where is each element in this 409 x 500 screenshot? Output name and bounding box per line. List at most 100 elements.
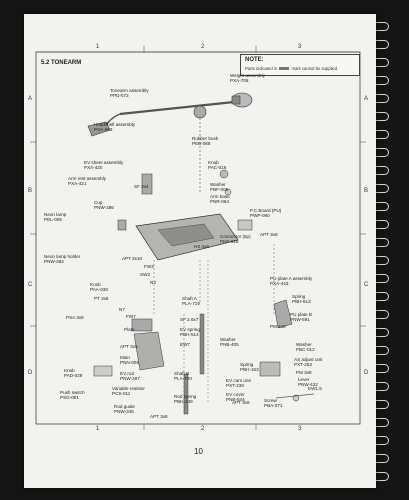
pivot-housing: [193, 105, 207, 119]
binding-ring: [374, 256, 389, 265]
part-label-line: Shaft B: [174, 371, 190, 376]
part-label-line: Push switch: [60, 390, 85, 395]
part-label-apt-3x8-right: APT 3x8: [260, 232, 278, 237]
part-label-line: Washer: [220, 337, 236, 342]
weight-collar: [231, 95, 241, 105]
part-label-line: SW3: [140, 272, 150, 277]
binding-ring: [374, 346, 389, 355]
part-label-line: EW1.5: [308, 386, 322, 391]
part-label-line: APT 3x10: [122, 256, 143, 261]
grid-row-b-right: B: [364, 188, 369, 194]
part-label-line: Arm rest assembly: [68, 176, 107, 181]
part-label-ew1-5: EW1.5: [308, 386, 322, 391]
part-label-line: Spring: [240, 362, 254, 367]
grid-col-1-bottom: 1: [96, 426, 100, 432]
part-label-line: N7: [119, 307, 125, 312]
note-mark-swatch: [279, 67, 290, 71]
grid-row-d-left: D: [28, 370, 33, 376]
part-label-line: PEB-068: [192, 141, 211, 146]
part-label-line: Headshell assembly: [94, 122, 136, 127]
page-number: 10: [194, 447, 203, 456]
part-label-line: PM 3x8: [296, 370, 312, 375]
note-box: NOTE: Parts indicated in mark cannot be …: [240, 54, 360, 76]
binding-ring: [374, 220, 389, 229]
binding-ring: [374, 328, 389, 337]
binding-ring: [374, 400, 389, 409]
note-text: Parts indicated in mark cannot be suppli…: [245, 66, 338, 71]
part-label-line: APT 3x5: [120, 344, 138, 349]
part-label-line: FW3: [144, 264, 154, 269]
main-bracket: [133, 331, 165, 371]
part-label-line: Neon lamp holder: [44, 254, 81, 259]
part-label-connector-5p: Connector (5p)PKP-015: [220, 234, 251, 244]
part-label-pm-4x8: PM 4x8: [270, 324, 286, 329]
part-label-line: Weight assembly: [230, 73, 265, 78]
part-label-line: PWP-090: [250, 213, 270, 218]
part-label-line: EV rod: [120, 371, 135, 376]
part-label-line: PXA-443: [270, 281, 289, 286]
neon-lamp-shape: [117, 219, 127, 231]
headshell-shape: [87, 121, 111, 137]
arm-rest-shape: [141, 173, 153, 195]
part-label-line: Variable resistor: [112, 386, 145, 391]
part-label-line: PNW-387: [120, 376, 140, 381]
part-label-line: APT 3x8: [260, 232, 278, 237]
part-label-line: PAA-030: [90, 287, 109, 292]
part-label-line: PPD-572: [110, 93, 129, 98]
part-label-line: Rubber bush: [192, 136, 219, 141]
part-label-line: Plate: [124, 327, 135, 332]
part-label-fw7: FW7: [126, 314, 136, 319]
part-label-line: PNW-345: [114, 409, 134, 414]
binding-ring: [374, 310, 389, 319]
part-label-line: PNB-405: [220, 342, 239, 347]
part-label-apt-3x6: APT 3x6: [232, 400, 250, 405]
plate-shape: [131, 318, 153, 332]
binding-ring: [374, 382, 389, 391]
binding-ring: [374, 238, 389, 247]
part-label-line: PXA-693: [94, 127, 113, 132]
shaft-a-shape: [199, 313, 205, 375]
part-label-line: Knob: [90, 282, 101, 287]
part-label-pm-3x8: PM 3x8: [296, 370, 312, 375]
part-label-line: PBH-513: [292, 299, 311, 304]
grid-row-d-right: D: [364, 370, 369, 376]
part-label-line: PNW-432: [298, 382, 318, 387]
part-label-line: HS 4x6: [194, 244, 210, 249]
part-label-line: PNR-064: [210, 199, 229, 204]
binding-ring: [374, 472, 389, 481]
binding-ring: [374, 112, 389, 121]
section-title: 5.2 TONEARM: [41, 60, 82, 66]
part-label-line: Washer: [210, 182, 226, 187]
part-label-line: SF 2.6x7: [180, 317, 199, 322]
binding-ring: [374, 148, 389, 157]
binding-ring: [374, 40, 389, 49]
part-label-sf-3x4: SF 3x4: [134, 184, 149, 189]
part-label-n3: N3: [150, 280, 156, 285]
part-label-line: PLA-720: [174, 376, 192, 381]
grid-col-3-bottom: 3: [298, 426, 302, 432]
part-label-line: PAC-016: [208, 165, 227, 170]
part-label-line: Washer: [296, 342, 312, 347]
lever-line: [275, 393, 315, 399]
part-label-line: EV cam unit: [226, 378, 251, 383]
